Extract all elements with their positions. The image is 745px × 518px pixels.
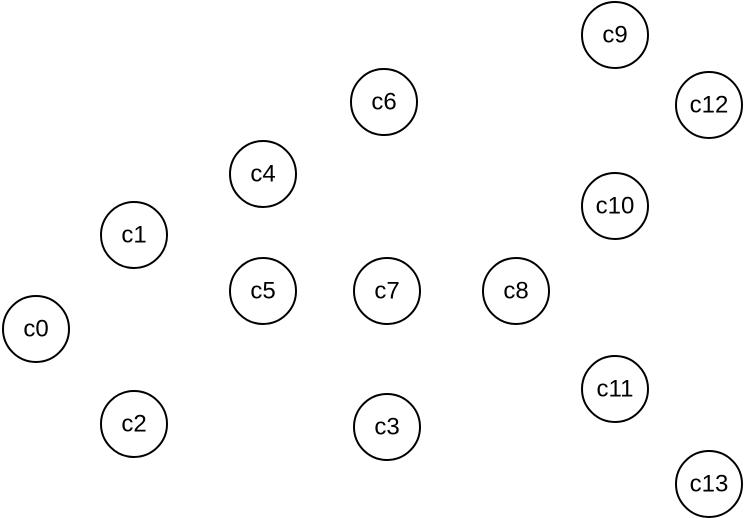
node-c7-label: c7 [374, 278, 399, 305]
node-c0-circle [2, 295, 70, 363]
node-c4: c4 [229, 140, 297, 208]
node-c3-circle [353, 393, 421, 461]
node-c10-circle [581, 172, 649, 240]
node-c3-label: c3 [374, 414, 399, 441]
node-c5-label: c5 [250, 278, 275, 305]
node-c4-label: c4 [250, 161, 275, 188]
node-c13-label: c13 [690, 471, 729, 498]
node-c8: c8 [482, 257, 550, 325]
node-c2: c2 [100, 390, 168, 458]
node-c12-circle [675, 71, 743, 139]
node-c1-circle [100, 201, 168, 269]
node-c10-label: c10 [596, 193, 635, 220]
node-c3: c3 [353, 393, 421, 461]
node-c0: c0 [2, 295, 70, 363]
node-c11: c11 [581, 355, 649, 423]
node-c13: c13 [675, 450, 743, 518]
node-c9-circle [581, 1, 649, 69]
node-c9: c9 [581, 1, 649, 69]
node-c6-label: c6 [371, 89, 396, 116]
node-c1-label: c1 [121, 222, 146, 249]
node-c7: c7 [353, 257, 421, 325]
node-c12: c12 [675, 71, 743, 139]
node-c6: c6 [350, 68, 418, 136]
node-c5-circle [229, 257, 297, 325]
node-c1: c1 [100, 201, 168, 269]
node-c0-label: c0 [23, 316, 48, 343]
node-c11-circle [581, 355, 649, 423]
node-c6-circle [350, 68, 418, 136]
node-c10: c10 [581, 172, 649, 240]
node-c4-circle [229, 140, 297, 208]
node-c11-label: c11 [597, 376, 634, 403]
node-c12-label: c12 [690, 92, 729, 119]
node-c7-circle [353, 257, 421, 325]
node-c8-circle [482, 257, 550, 325]
node-c2-circle [100, 390, 168, 458]
node-c13-circle [675, 450, 743, 518]
node-c5: c5 [229, 257, 297, 325]
node-c9-label: c9 [602, 22, 627, 49]
node-c8-label: c8 [503, 278, 528, 305]
node-c2-label: c2 [121, 411, 146, 438]
